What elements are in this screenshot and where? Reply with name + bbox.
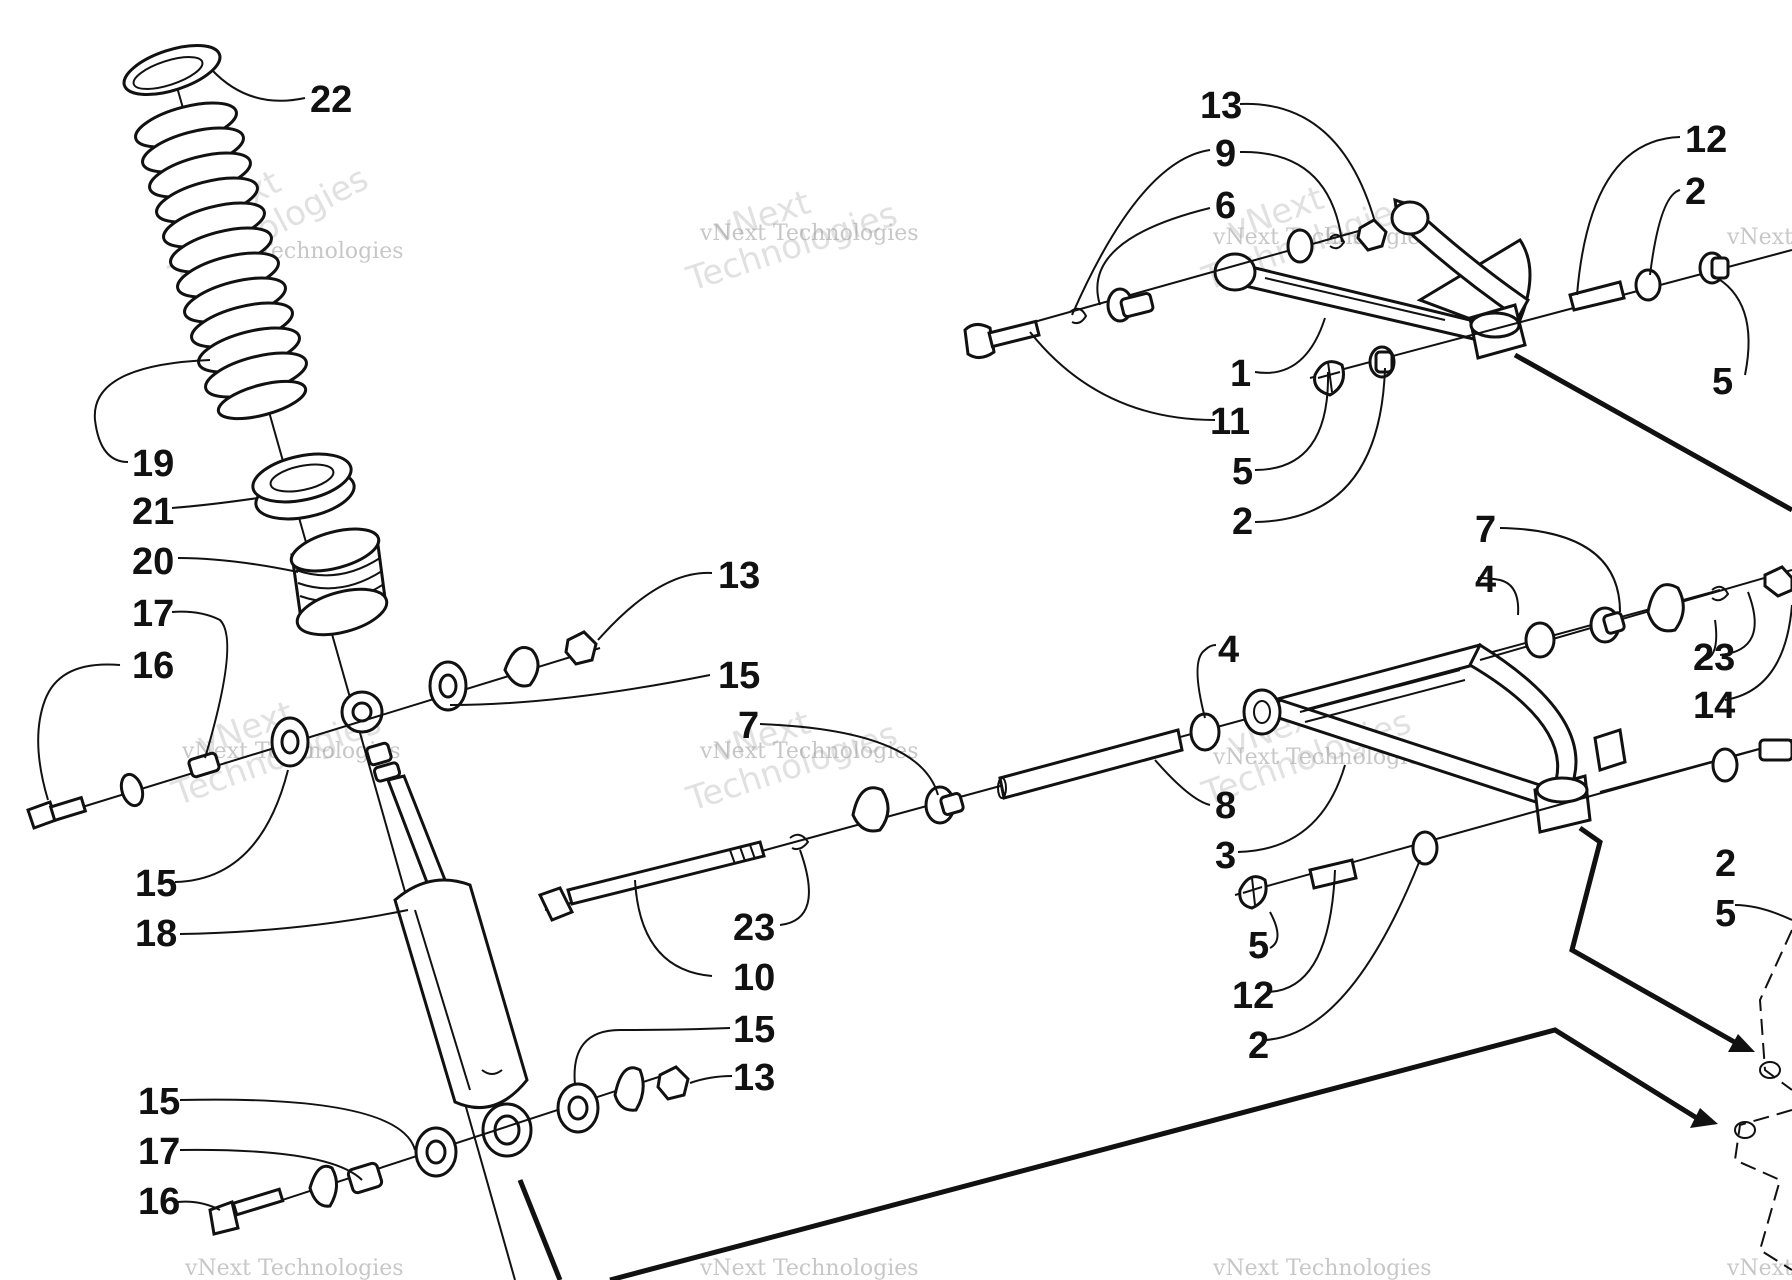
callout-7: 7 [738, 705, 759, 747]
leader-lines [37, 69, 1792, 1211]
lower-mount-hardware [208, 1065, 690, 1236]
knuckle-partial [1733, 929, 1792, 1271]
callout-10: 10 [733, 957, 775, 999]
callout-2: 2 [1685, 171, 1706, 213]
callout-13: 13 [1200, 85, 1242, 127]
callout-8: 8 [1215, 785, 1236, 827]
assembly-arrows [517, 352, 1792, 1280]
shock-assembly [26, 43, 690, 1280]
coil-spring [134, 101, 308, 421]
callout-labels: 22 19 21 20 17 16 15 18 15 17 16 13 15 7… [132, 79, 1736, 1223]
threaded-sleeve [289, 527, 389, 637]
callout-17: 17 [138, 1131, 180, 1173]
callout-4: 4 [1475, 559, 1496, 601]
callout-23: 23 [733, 907, 775, 949]
callout-23: 23 [1693, 637, 1735, 679]
upper-a-arm [1213, 197, 1532, 360]
callout-20: 20 [132, 541, 174, 583]
callout-19: 19 [132, 443, 174, 485]
callout-5: 5 [1712, 361, 1733, 403]
callout-16: 16 [138, 1181, 180, 1223]
callout-5: 5 [1232, 451, 1253, 493]
callout-15: 15 [138, 1081, 180, 1123]
lower-a-arm [1242, 642, 1627, 834]
callout-13: 13 [718, 555, 760, 597]
callout-11: 11 [1210, 401, 1250, 443]
upper-arm-pivot-hardware [963, 218, 1388, 359]
lower-arm-front-hardware [1234, 738, 1792, 910]
callout-5: 5 [1248, 925, 1269, 967]
adjuster-collar [251, 452, 356, 521]
callout-7: 7 [1475, 509, 1496, 551]
callout-18: 18 [135, 913, 177, 955]
lower-arm-pivot-hardware [1479, 565, 1792, 661]
callout-2: 2 [1715, 843, 1736, 885]
callout-6: 6 [1215, 185, 1236, 227]
watermark-text: vNext Technologies [1726, 225, 1792, 250]
upper-mount-hardware [26, 630, 598, 830]
callout-2: 2 [1232, 501, 1253, 543]
callout-15: 15 [733, 1009, 775, 1051]
callout-2: 2 [1248, 1025, 1269, 1067]
callout-5: 5 [1715, 893, 1736, 935]
shock-absorber [340, 690, 533, 1158]
callout-15: 15 [718, 655, 760, 697]
watermark-text: vNext Technologies [1212, 225, 1432, 250]
callout-22: 22 [310, 79, 352, 121]
watermark-text: vNext Technologies [699, 1256, 919, 1280]
watermark-text: vNext Technologies [699, 221, 919, 246]
callout-16: 16 [132, 645, 174, 687]
callout-13: 13 [733, 1057, 775, 1099]
callout-12: 12 [1232, 975, 1274, 1017]
callout-1: 1 [1230, 353, 1251, 395]
watermark-text: vNext Technologies [1726, 1256, 1792, 1280]
callout-14: 14 [1693, 685, 1735, 727]
lower-pivot-hardware [537, 589, 1721, 922]
callout-15: 15 [135, 863, 177, 905]
spring-retainer-cap [122, 43, 222, 97]
watermark-text: vNext Technologies [699, 739, 919, 764]
callout-12: 12 [1685, 119, 1727, 161]
callout-4: 4 [1218, 629, 1239, 671]
watermark-text: vNext Technologies [1212, 1256, 1432, 1280]
callout-3: 3 [1215, 835, 1236, 877]
callout-9: 9 [1215, 133, 1236, 175]
callout-21: 21 [132, 491, 174, 533]
callout-17: 17 [132, 593, 174, 635]
watermark-text: vNext Technologies [184, 1256, 404, 1280]
